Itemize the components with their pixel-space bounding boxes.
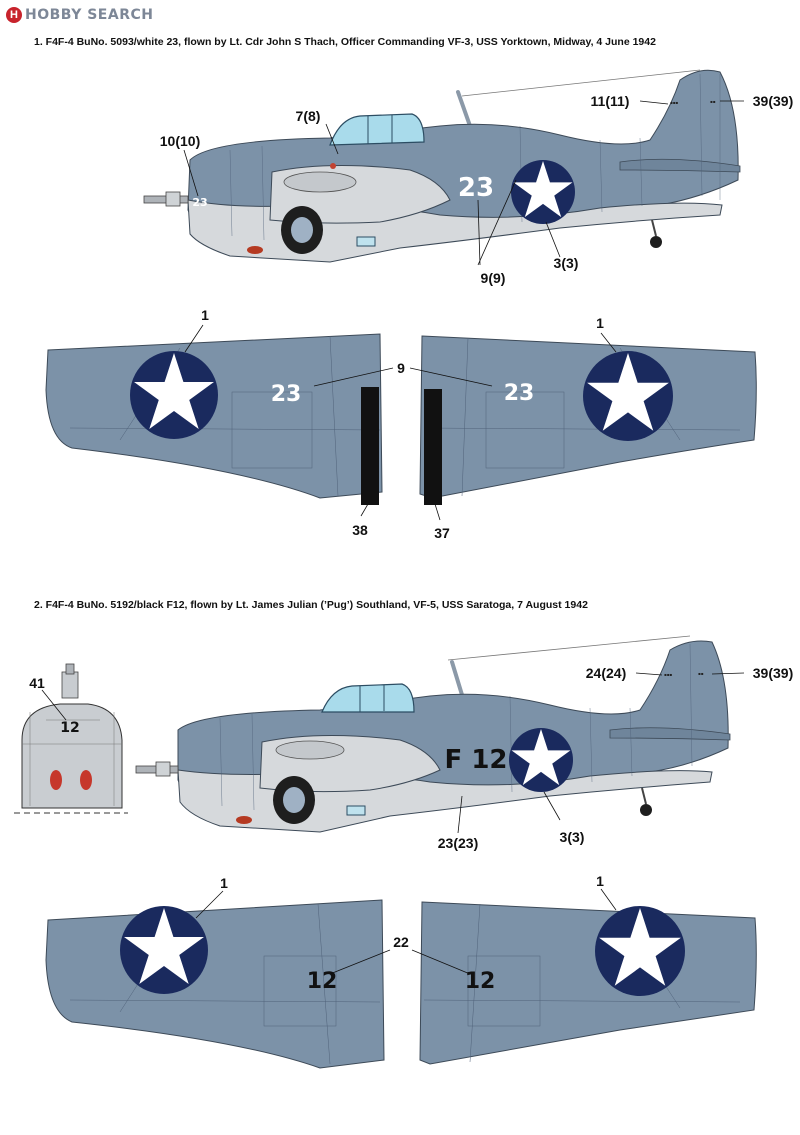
profile1-side-view: 23 23 ▪▪▪ ▪▪ 10(10) 7(8) 11(11) 39(39) 9… <box>143 69 793 286</box>
profile1-left-wing-stripe <box>361 387 379 505</box>
profile2-fuselage-code: F 12 <box>445 745 508 775</box>
logo-mark-icon: H <box>6 7 22 23</box>
label-10: 10(10) <box>160 133 200 149</box>
label-wing2-right: 1 <box>596 873 604 889</box>
label-wing1-right: 1 <box>596 315 604 331</box>
label-38: 38 <box>352 522 368 538</box>
profile1-tail-stencil: ▪▪▪ <box>670 100 678 105</box>
profile2-right-wing: 12 <box>419 901 757 1065</box>
profile1-right-wing-stripe <box>424 389 442 505</box>
profile1-tail-stencil-2: ▪▪ <box>710 99 716 104</box>
profile2-front-view: 12 41 <box>14 663 128 814</box>
profile2-side-view: F 12 ▪▪▪ ▪▪ 24(24) 39(39) 23(23) 3(3) <box>135 635 793 851</box>
profile2-front-number: 12 <box>60 720 79 736</box>
hobby-search-logo: H HOBBY SEARCH <box>6 5 153 25</box>
profile1-caption: 1. F4F-4 BuNo. 5093/white 23, flown by L… <box>34 36 656 48</box>
label-11: 11(11) <box>591 93 630 109</box>
profile2-tail-stencil: ▪▪▪ <box>664 672 672 677</box>
profile1-right-wing-number: 23 <box>504 381 535 406</box>
profile1-left-wing-number: 23 <box>271 382 302 407</box>
label-37: 37 <box>434 525 450 541</box>
profile2-tail-stencil-2: ▪▪ <box>698 671 704 676</box>
label-24: 24(24) <box>586 665 626 681</box>
label-wing2-left: 1 <box>220 875 228 891</box>
profile2-fuselage-insignia <box>509 728 573 792</box>
label-41: 41 <box>29 675 45 691</box>
profile1-fuselage-number: 23 <box>458 173 494 203</box>
label-3: 3(3) <box>554 255 579 271</box>
label-39: 39(39) <box>753 93 793 109</box>
label-39b: 39(39) <box>753 665 793 681</box>
label-wing9: 9 <box>397 360 405 376</box>
profile2-caption: 2. F4F-4 BuNo. 5192/black F12, flown by … <box>34 599 588 611</box>
label-9: 9(9) <box>481 270 506 286</box>
label-wing22: 22 <box>393 934 409 950</box>
label-wing1-left: 1 <box>201 307 209 323</box>
profile1-nose-number: 23 <box>192 196 207 209</box>
profile1-left-wing: 23 <box>45 333 383 505</box>
label-7: 7(8) <box>296 108 321 124</box>
profile1-fuselage-insignia <box>511 160 575 224</box>
profile2-left-wing: 12 <box>45 899 385 1069</box>
profile2-right-wing-number: 12 <box>465 969 496 994</box>
profile1-right-wing: 23 <box>419 335 757 505</box>
logo-text: HOBBY SEARCH <box>25 7 154 23</box>
label-3b: 3(3) <box>560 829 585 845</box>
label-23: 23(23) <box>438 835 478 851</box>
